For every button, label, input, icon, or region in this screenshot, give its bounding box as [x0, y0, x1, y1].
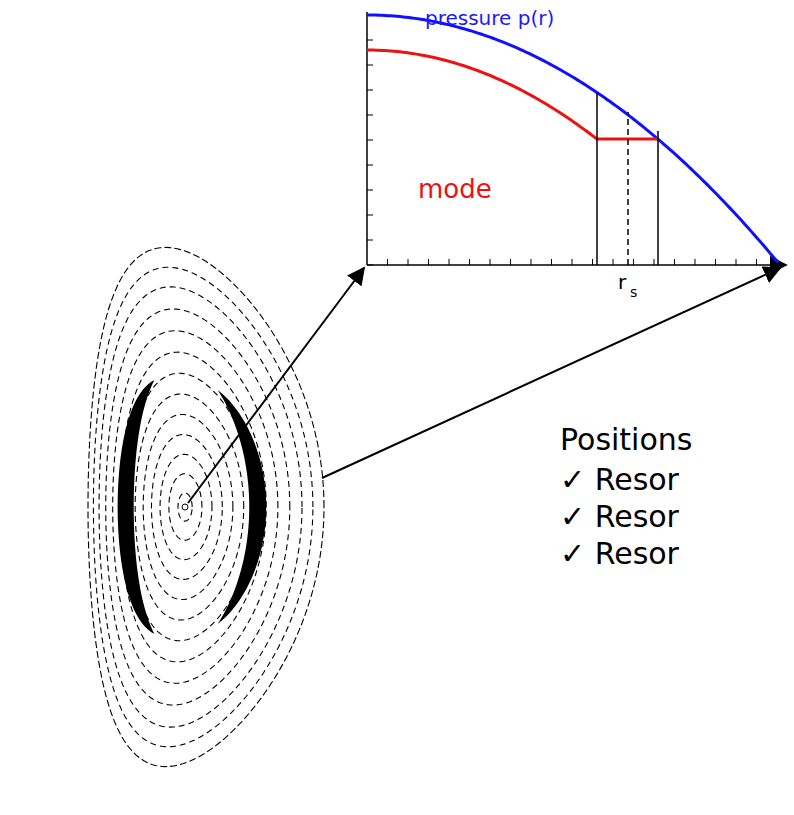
list-item: ✓ Resor: [560, 465, 679, 495]
flux-surface: [160, 454, 212, 559]
axis-tick: [449, 259, 450, 265]
flux-surface: [93, 267, 312, 746]
list-heading: Positions: [560, 425, 692, 455]
axis-label-subscript: s: [630, 285, 637, 299]
island-edge-line: [657, 131, 659, 265]
axis-tick: [695, 259, 696, 265]
flux-surface: [143, 414, 233, 599]
axis-tick: [674, 259, 675, 265]
axis-tick: [490, 259, 491, 265]
axis-tick: [367, 165, 373, 166]
axis-tick: [367, 240, 373, 241]
flux-surface: [113, 331, 278, 684]
axis-tick: [551, 259, 552, 265]
axis-tick: [428, 259, 429, 265]
island-edge-line: [596, 93, 598, 265]
axis-tick: [592, 259, 593, 265]
flux-surface: [135, 394, 244, 620]
mode-curve: [367, 50, 658, 139]
x-axis: [367, 264, 786, 266]
magnetic-island: [118, 380, 155, 634]
axis-tick: [531, 259, 532, 265]
axis-tick: [736, 259, 737, 265]
axis-tick: [613, 259, 614, 265]
axis-tick: [756, 259, 757, 265]
axis-tick: [633, 259, 634, 265]
flux-surface: [169, 474, 202, 540]
magnetic-island: [218, 390, 267, 624]
axis-tick: [572, 259, 573, 265]
curve-label: mode: [418, 176, 492, 202]
axis-tick: [367, 215, 373, 216]
axis-tick: [387, 259, 388, 265]
list-item: ✓ Resor: [560, 539, 679, 569]
tokamak-cross-section: [88, 247, 324, 766]
flux-surface: [99, 287, 302, 727]
list-item: ✓ Resor: [560, 502, 679, 532]
axis-tick: [367, 90, 373, 91]
pointer-arrow: [188, 268, 364, 503]
axis-tick: [367, 115, 373, 116]
flux-surface: [88, 247, 324, 766]
pressure-curve: [367, 15, 778, 263]
axis-label: r: [618, 272, 626, 292]
axis-tick: [367, 190, 373, 191]
axis-tick: [510, 259, 511, 265]
axis-tick: [715, 259, 716, 265]
flux-surface: [151, 435, 222, 580]
pointer-arrow: [322, 268, 780, 478]
axis-tick: [469, 259, 470, 265]
axis-tick: [654, 259, 655, 265]
resonant-surface-line: [627, 112, 629, 265]
curve-label: pressure p(r): [425, 8, 554, 28]
flux-surface: [106, 309, 290, 705]
flux-surface: [178, 493, 192, 521]
pressure-plot: [367, 12, 786, 265]
magnetic-axis: [182, 504, 188, 510]
axis-ticks: [367, 15, 777, 265]
axis-tick: [367, 140, 373, 141]
axis-tick: [408, 259, 409, 265]
axis-tick: [367, 40, 373, 41]
axis-tick: [367, 65, 373, 66]
axis-tick: [367, 265, 373, 266]
